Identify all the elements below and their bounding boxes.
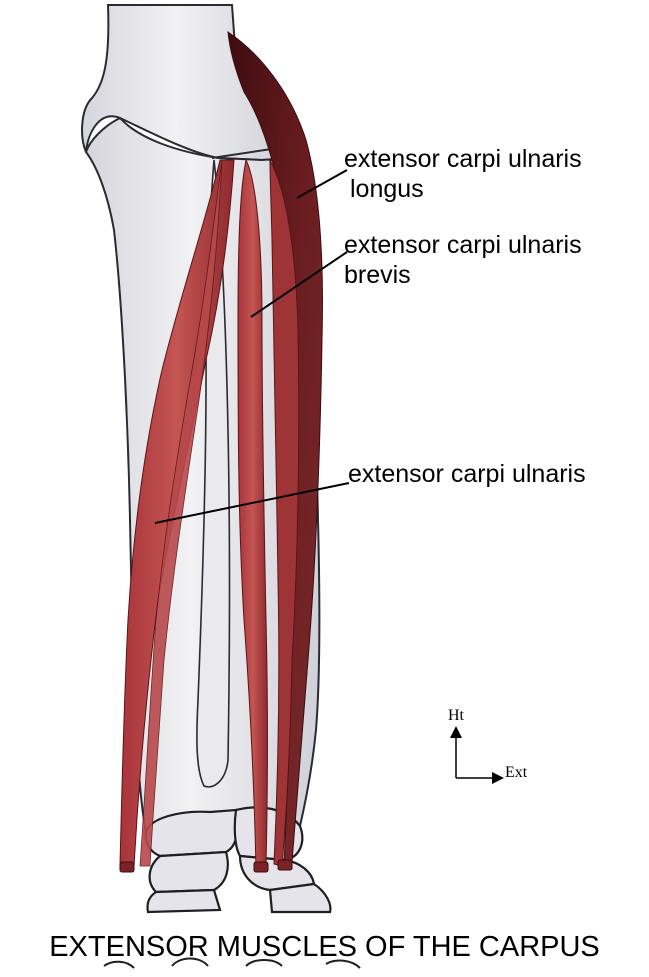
label-extensor-carpi-ulnaris-longus-line2: longus (350, 175, 424, 203)
figure-caption: EXTENSOR MUSCLES OF THE CARPUS (0, 930, 649, 964)
orientation-up-label: Ht (448, 707, 464, 725)
label-extensor-carpi-ulnaris-longus-line1: extensor carpi ulnaris (344, 145, 582, 173)
label-extensor-carpi-ulnaris-brevis-line2: brevis (344, 261, 411, 289)
carpal-bones (146, 807, 331, 912)
label-extensor-carpi-ulnaris-brevis-line1: extensor carpi ulnaris (344, 231, 582, 259)
label-extensor-carpi-ulnaris: extensor carpi ulnaris (348, 460, 586, 488)
orientation-right-label: Ext (505, 764, 527, 782)
orientation-axes (450, 726, 504, 784)
